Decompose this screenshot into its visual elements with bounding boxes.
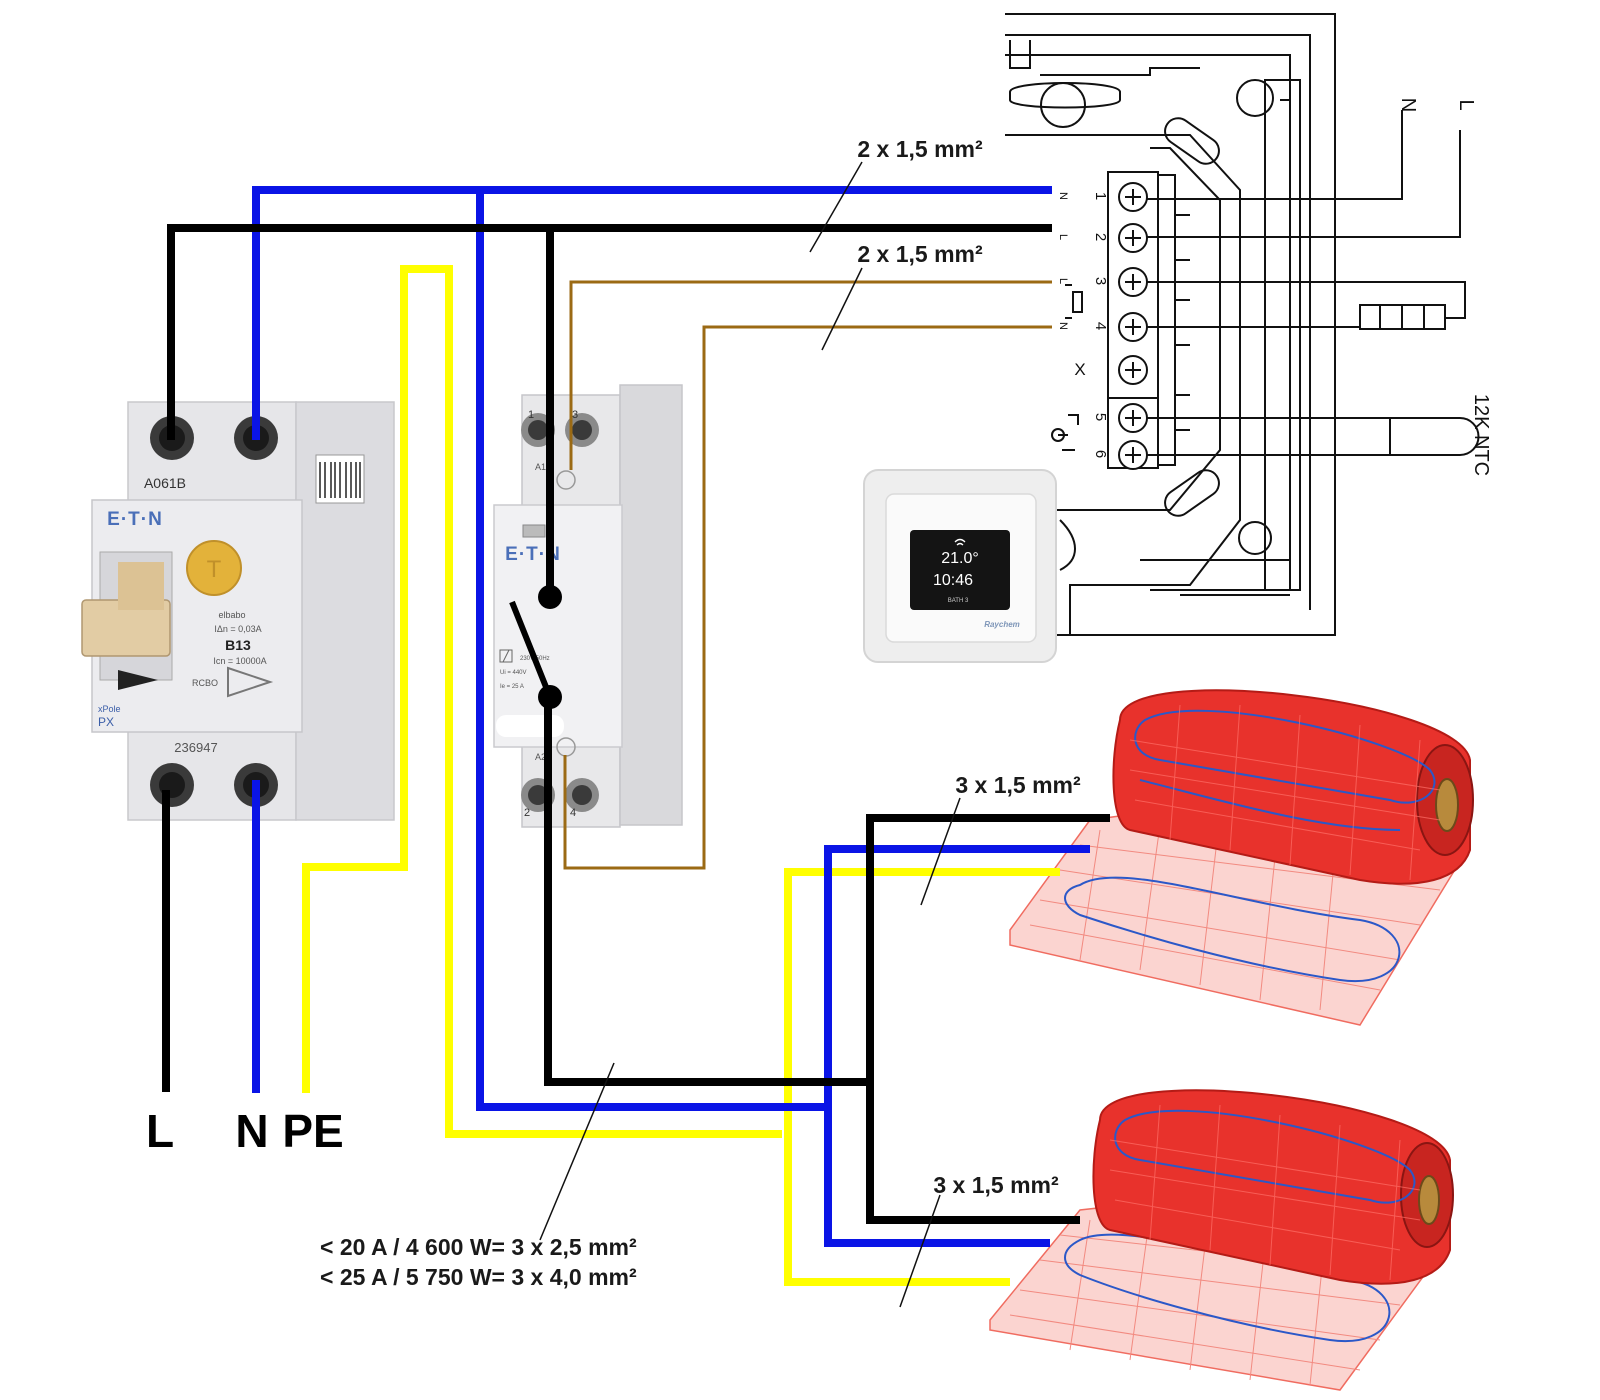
- terminal-number-1: 1: [1092, 192, 1109, 200]
- wires: [162, 186, 1110, 1286]
- rcbo-model: PX: [98, 715, 114, 729]
- terminal-spare-x: X: [1074, 360, 1085, 379]
- live-wire-mats: [866, 814, 1110, 1224]
- rcbo-type: RCBO: [192, 678, 218, 688]
- rcbo-site: elbabo: [218, 610, 245, 620]
- contactor-switch-blade: [509, 600, 551, 694]
- thermostat-room: BATH 3: [948, 598, 969, 604]
- terminal-mark-n1: N: [1057, 192, 1069, 200]
- cable-label-thermostat-power: 2 x 1,5 mm²: [857, 136, 983, 162]
- contactor-terminal-3: 3: [572, 409, 578, 421]
- rcbo-test-label: T: [207, 556, 222, 583]
- terminal-mark-n4: N: [1057, 322, 1069, 330]
- neutral-wire-thermostat: [252, 186, 1052, 440]
- rcbo-series: xPole: [98, 704, 121, 714]
- terminal-number-5: 5: [1092, 413, 1109, 421]
- mains-n-label: N: [1397, 98, 1419, 112]
- terminal-number-2: 2: [1092, 233, 1109, 241]
- supply-cable-rating-1: < 20 A / 4 600 W= 3 x 2,5 mm²: [320, 1234, 637, 1260]
- contactor-contact-lower: [538, 685, 562, 709]
- terminal-label-pe: PE: [282, 1105, 343, 1157]
- thermostat-brand: Raychem: [984, 620, 1020, 629]
- contactor-spec-2: Ui = 440V: [500, 670, 527, 676]
- rcbo-rating: B13: [225, 637, 251, 653]
- live-wire-thermostat: [167, 224, 1052, 440]
- terminal-mark-l3: L: [1057, 278, 1069, 284]
- rcbo-sensitivity: IΔn = 0,03A: [214, 624, 261, 634]
- supply-cable-rating-2: < 25 A / 5 750 W= 3 x 4,0 mm²: [320, 1264, 637, 1290]
- rcbo-bottom-code: 236947: [174, 740, 217, 755]
- leader-lines: [539, 161, 961, 1308]
- thermostat-device: 21.0° 10:46 BATH 3 Raychem: [863, 469, 1057, 663]
- contactor-terminal-4: 4: [570, 807, 576, 819]
- earth-wire-supply: [302, 265, 782, 1138]
- wifi-icon: [954, 538, 966, 546]
- earth-wire-mat-upper: [784, 868, 1060, 1286]
- heating-mat-upper: [1009, 689, 1474, 1026]
- terminal-label-l: L: [146, 1105, 174, 1157]
- ntc-label: 12K NTC: [1470, 394, 1492, 476]
- rcbo-breaking: Icn = 10000A: [213, 656, 266, 666]
- cable-label-mat-upper: 3 x 1,5 mm²: [955, 772, 1081, 798]
- rcbo-breaker: A061B E·T·N T elbabo IΔn = 0,03A B13 Icn…: [81, 401, 395, 821]
- rcbo-top-code: A061B: [144, 475, 186, 491]
- terminal-screws: [1118, 182, 1148, 470]
- rcbo-test-button[interactable]: [186, 540, 242, 596]
- terminal-number-3: 3: [1092, 277, 1109, 285]
- terminal-numbers: 1 2 3 4 5 6 N L L N X: [1057, 192, 1109, 458]
- contactor: 1 3 2 4 A1 A2 E·T·N 230V 50Hz Ui = 440V …: [493, 384, 683, 828]
- contactor-coil-a1: A1: [535, 462, 546, 472]
- live-wire-contactor-out: [544, 700, 870, 1086]
- heating-mat-lower: [989, 1089, 1454, 1391]
- thermostat-screen: [910, 530, 1010, 610]
- terminal-number-4: 4: [1092, 322, 1109, 330]
- signal-wire-a1: [569, 280, 1052, 470]
- cable-label-mat-lower: 3 x 1,5 mm²: [933, 1172, 1059, 1198]
- terminal-label-n: N: [235, 1105, 268, 1157]
- terminal-mark-l2: L: [1057, 234, 1069, 240]
- thermostat-temperature: 21.0°: [941, 550, 979, 567]
- cable-label-thermostat-relay: 2 x 1,5 mm²: [857, 241, 983, 267]
- contactor-spec-3: Ie = 25 A: [500, 684, 524, 690]
- neutral-wire-mats: [476, 190, 1090, 1247]
- terminal-number-6: 6: [1092, 450, 1109, 458]
- contactor-terminal-1: 1: [528, 409, 534, 421]
- contactor-terminal-2: 2: [524, 807, 530, 819]
- contactor-coil-a2: A2: [535, 752, 546, 762]
- rcbo-brand: E·T·N: [107, 509, 163, 530]
- thermostat-terminal-drawing: [1005, 13, 1480, 636]
- signal-wire-a2: [563, 325, 1052, 870]
- contactor-contact-upper: [538, 585, 562, 609]
- thermostat-time: 10:46: [933, 572, 973, 589]
- mains-l-label: L: [1455, 99, 1477, 110]
